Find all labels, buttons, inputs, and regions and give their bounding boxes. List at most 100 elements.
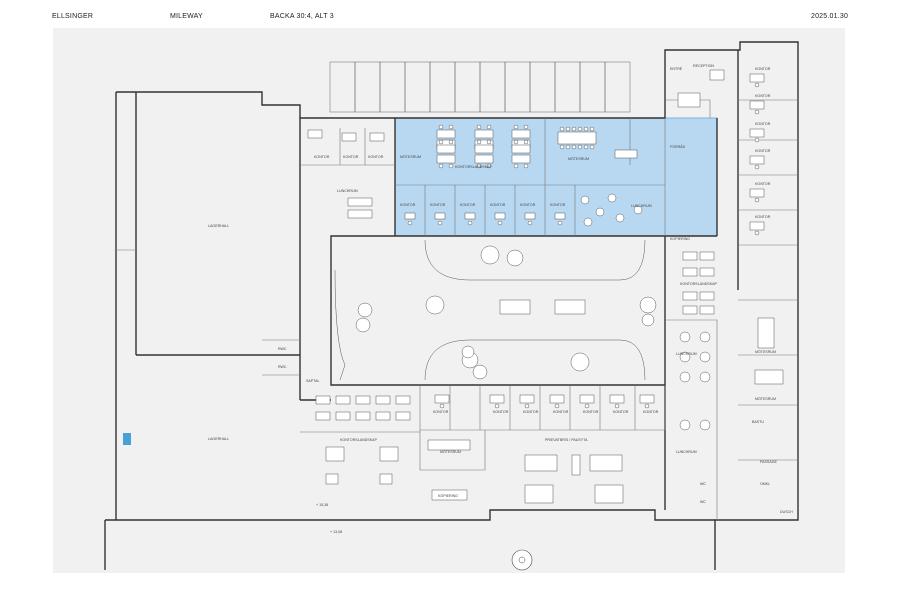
label-kontor-7: KONTOR bbox=[314, 155, 330, 159]
table bbox=[757, 317, 775, 349]
table bbox=[754, 369, 784, 385]
room-labels: KONTORSLANDSKAP MÖTESRUM LUNCHRUM KONTOR… bbox=[208, 64, 793, 534]
chair bbox=[448, 124, 454, 130]
table bbox=[375, 395, 391, 405]
table bbox=[355, 395, 371, 405]
table bbox=[571, 454, 581, 476]
table bbox=[494, 212, 506, 220]
round-table bbox=[699, 419, 711, 431]
label-lunchrum-right-2: LUNCHRUM bbox=[676, 450, 697, 454]
label-kontor-b2: KONTOR bbox=[493, 410, 509, 414]
chair bbox=[754, 82, 760, 88]
label-forrad: FÖRRÅD bbox=[670, 144, 686, 149]
table bbox=[436, 144, 456, 154]
label-motesrum-right-1: MÖTESRUM bbox=[755, 350, 776, 354]
table bbox=[489, 394, 505, 404]
label-lunchrum-top: LUNCHRUM bbox=[631, 204, 652, 208]
label-entre: ENTRÉ bbox=[670, 66, 683, 71]
parking-stall bbox=[604, 61, 631, 113]
label-kontor-3: KONTOR bbox=[460, 203, 476, 207]
chair bbox=[754, 230, 760, 236]
chair bbox=[589, 126, 595, 132]
label-kontor-8: KONTOR bbox=[343, 155, 359, 159]
chair bbox=[754, 137, 760, 143]
chair bbox=[476, 124, 482, 130]
table bbox=[699, 291, 715, 301]
table bbox=[369, 132, 385, 142]
interior-walls bbox=[116, 99, 798, 520]
round-table bbox=[679, 331, 691, 343]
label-kontor-9: KONTOR bbox=[368, 155, 384, 159]
chair bbox=[559, 126, 565, 132]
label-kontor-r5: KONTOR bbox=[755, 182, 771, 186]
chair bbox=[523, 163, 529, 169]
table bbox=[474, 144, 494, 154]
table bbox=[524, 484, 554, 504]
label-lagerhall-bottom: LAGERHALL bbox=[208, 437, 229, 441]
table bbox=[524, 454, 558, 472]
label-kontor-4: KONTOR bbox=[490, 203, 506, 207]
table bbox=[524, 212, 536, 220]
round-table bbox=[607, 193, 617, 203]
label-passage: PASSAGE bbox=[760, 460, 778, 464]
chair bbox=[527, 220, 533, 226]
round-table bbox=[679, 419, 691, 431]
table bbox=[609, 394, 625, 404]
label-kontor-5: KONTOR bbox=[520, 203, 536, 207]
table bbox=[341, 132, 357, 142]
table bbox=[749, 221, 765, 231]
chair bbox=[513, 139, 519, 145]
label-kontor-6: KONTOR bbox=[550, 203, 566, 207]
table bbox=[511, 154, 531, 164]
chair bbox=[476, 163, 482, 169]
table bbox=[749, 73, 765, 83]
table bbox=[557, 131, 597, 145]
label-motesrum-top: MÖTESRUM bbox=[568, 157, 589, 161]
label-lunchrum-right-1: LUNCHRUM bbox=[676, 352, 697, 356]
table bbox=[355, 411, 371, 421]
round-table bbox=[699, 351, 711, 363]
chair bbox=[584, 403, 590, 409]
header-company: ELLSINGER bbox=[52, 13, 94, 20]
chair bbox=[438, 139, 444, 145]
table bbox=[325, 446, 345, 462]
table bbox=[589, 454, 623, 472]
table bbox=[699, 251, 715, 261]
table bbox=[379, 446, 399, 462]
table bbox=[749, 128, 765, 138]
table bbox=[315, 395, 331, 405]
courtyard bbox=[334, 239, 657, 381]
spiral-stair bbox=[511, 549, 533, 571]
chair bbox=[476, 139, 482, 145]
label-level-2: + 13,08 bbox=[330, 530, 342, 534]
table bbox=[709, 69, 725, 81]
label-saptal: SAPTAL bbox=[306, 379, 320, 383]
label-dusch: DUSCH bbox=[780, 510, 793, 514]
chair bbox=[754, 164, 760, 170]
label-kontorslandskap-top: KONTORSLANDSKAP bbox=[455, 165, 492, 169]
label-kontor-r4: KONTOR bbox=[755, 149, 771, 153]
parking-stalls bbox=[329, 61, 631, 113]
label-lagerhall-top: LAGERHALL bbox=[208, 224, 229, 228]
label-kontor-1: KONTOR bbox=[400, 203, 416, 207]
label-omkl: OMKL bbox=[760, 482, 770, 486]
label-motesrum-left: MÖTESRUM bbox=[400, 155, 421, 159]
table bbox=[434, 212, 446, 220]
table bbox=[511, 129, 531, 139]
label-rwc-1: RWC bbox=[278, 347, 287, 351]
label-kontor-b4: KONTOR bbox=[553, 410, 569, 414]
table bbox=[519, 394, 535, 404]
chair bbox=[486, 163, 492, 169]
chair bbox=[439, 403, 445, 409]
table bbox=[436, 129, 456, 139]
table bbox=[464, 212, 476, 220]
label-kontor-r1: KONTOR bbox=[755, 67, 771, 71]
table bbox=[639, 394, 655, 404]
chair bbox=[513, 124, 519, 130]
table bbox=[549, 394, 565, 404]
header-project: MILEWAY bbox=[170, 13, 203, 20]
table bbox=[474, 129, 494, 139]
header-date: 2025.01.30 bbox=[811, 13, 849, 20]
table bbox=[594, 484, 624, 504]
